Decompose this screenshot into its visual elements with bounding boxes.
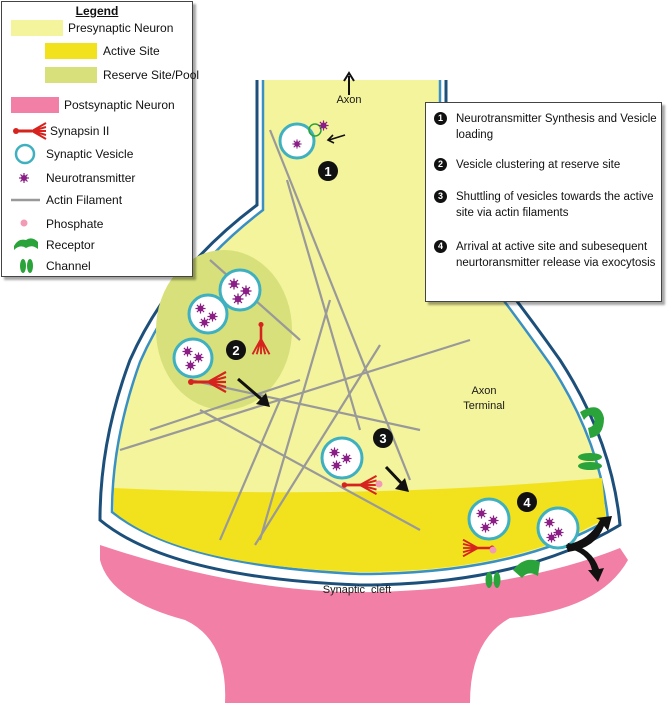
step4-marker-number: 4: [523, 495, 531, 510]
receptors: [513, 407, 604, 578]
step-3-text: Shuttling of vesicles towards the active…: [456, 191, 654, 219]
vesicle-step1: [278, 120, 346, 160]
step3-arrow: [384, 465, 409, 492]
actin-filaments: [119, 129, 471, 546]
step3-marker-number: 3: [379, 431, 386, 446]
step3-marker: [373, 428, 393, 448]
synaptic-cleft-label: Synaptic cleft: [323, 584, 391, 596]
legend-reserve-site-label: Reserve Site/Pool: [103, 68, 200, 82]
step1-marker: [318, 161, 338, 181]
steps-panel: 1 Neurotransmitter Synthesis and Vesicle…: [425, 102, 662, 302]
release-arrows: [566, 516, 612, 582]
step-3-number: 3: [434, 190, 447, 203]
step2-arrow: [237, 377, 270, 407]
step-4-number: 4: [434, 240, 447, 253]
legend-postsynaptic-label: Postsynaptic Neuron: [64, 98, 175, 112]
step-2-text: Vesicle clustering at reserve site: [456, 159, 621, 171]
step-2-number: 2: [434, 158, 447, 171]
legend-synapsin-label: Synapsin II: [50, 124, 110, 138]
axon-up-arrow: [343, 71, 355, 95]
legend-phosphate-label: Phosphate: [46, 217, 104, 231]
step-1-number: 1: [434, 112, 447, 125]
legend-active-site-label: Active Site: [103, 44, 160, 58]
step2-marker-number: 2: [232, 343, 239, 358]
legend-channel-label: Channel: [46, 259, 91, 273]
legend-title: Legend: [75, 4, 119, 18]
legend-swatch-layer: [11, 20, 97, 273]
vesicle-step4: [461, 497, 580, 558]
step-4-text: Arrival at active site and subesequent n…: [456, 241, 656, 269]
axon-terminal-label-2: Terminal: [463, 400, 505, 412]
legend-actin-label: Actin Filament: [46, 193, 123, 207]
axon-terminal-label-1: Axon: [471, 385, 496, 397]
legend-presynaptic-label: Presynaptic Neuron: [68, 21, 174, 35]
legend-panel: Legend Presynaptic Neuron Active Site Re…: [1, 1, 199, 277]
legend-receptor-label: Receptor: [46, 238, 95, 252]
step2-marker: [226, 340, 246, 360]
step4-marker: [517, 492, 537, 512]
step1-marker-number: 1: [324, 164, 331, 179]
legend-neurotransmitter-label: Neurotransmitter: [46, 171, 136, 185]
legend-vesicle-label: Synaptic Vesicle: [46, 147, 134, 161]
step-1-text: Neurotransmitter Synthesis and Vesicle l…: [456, 113, 657, 141]
reserve-vesicles: [172, 268, 270, 394]
vesicle-step3: [320, 436, 383, 496]
axon-label: Axon: [336, 94, 361, 106]
channels: [485, 453, 602, 588]
